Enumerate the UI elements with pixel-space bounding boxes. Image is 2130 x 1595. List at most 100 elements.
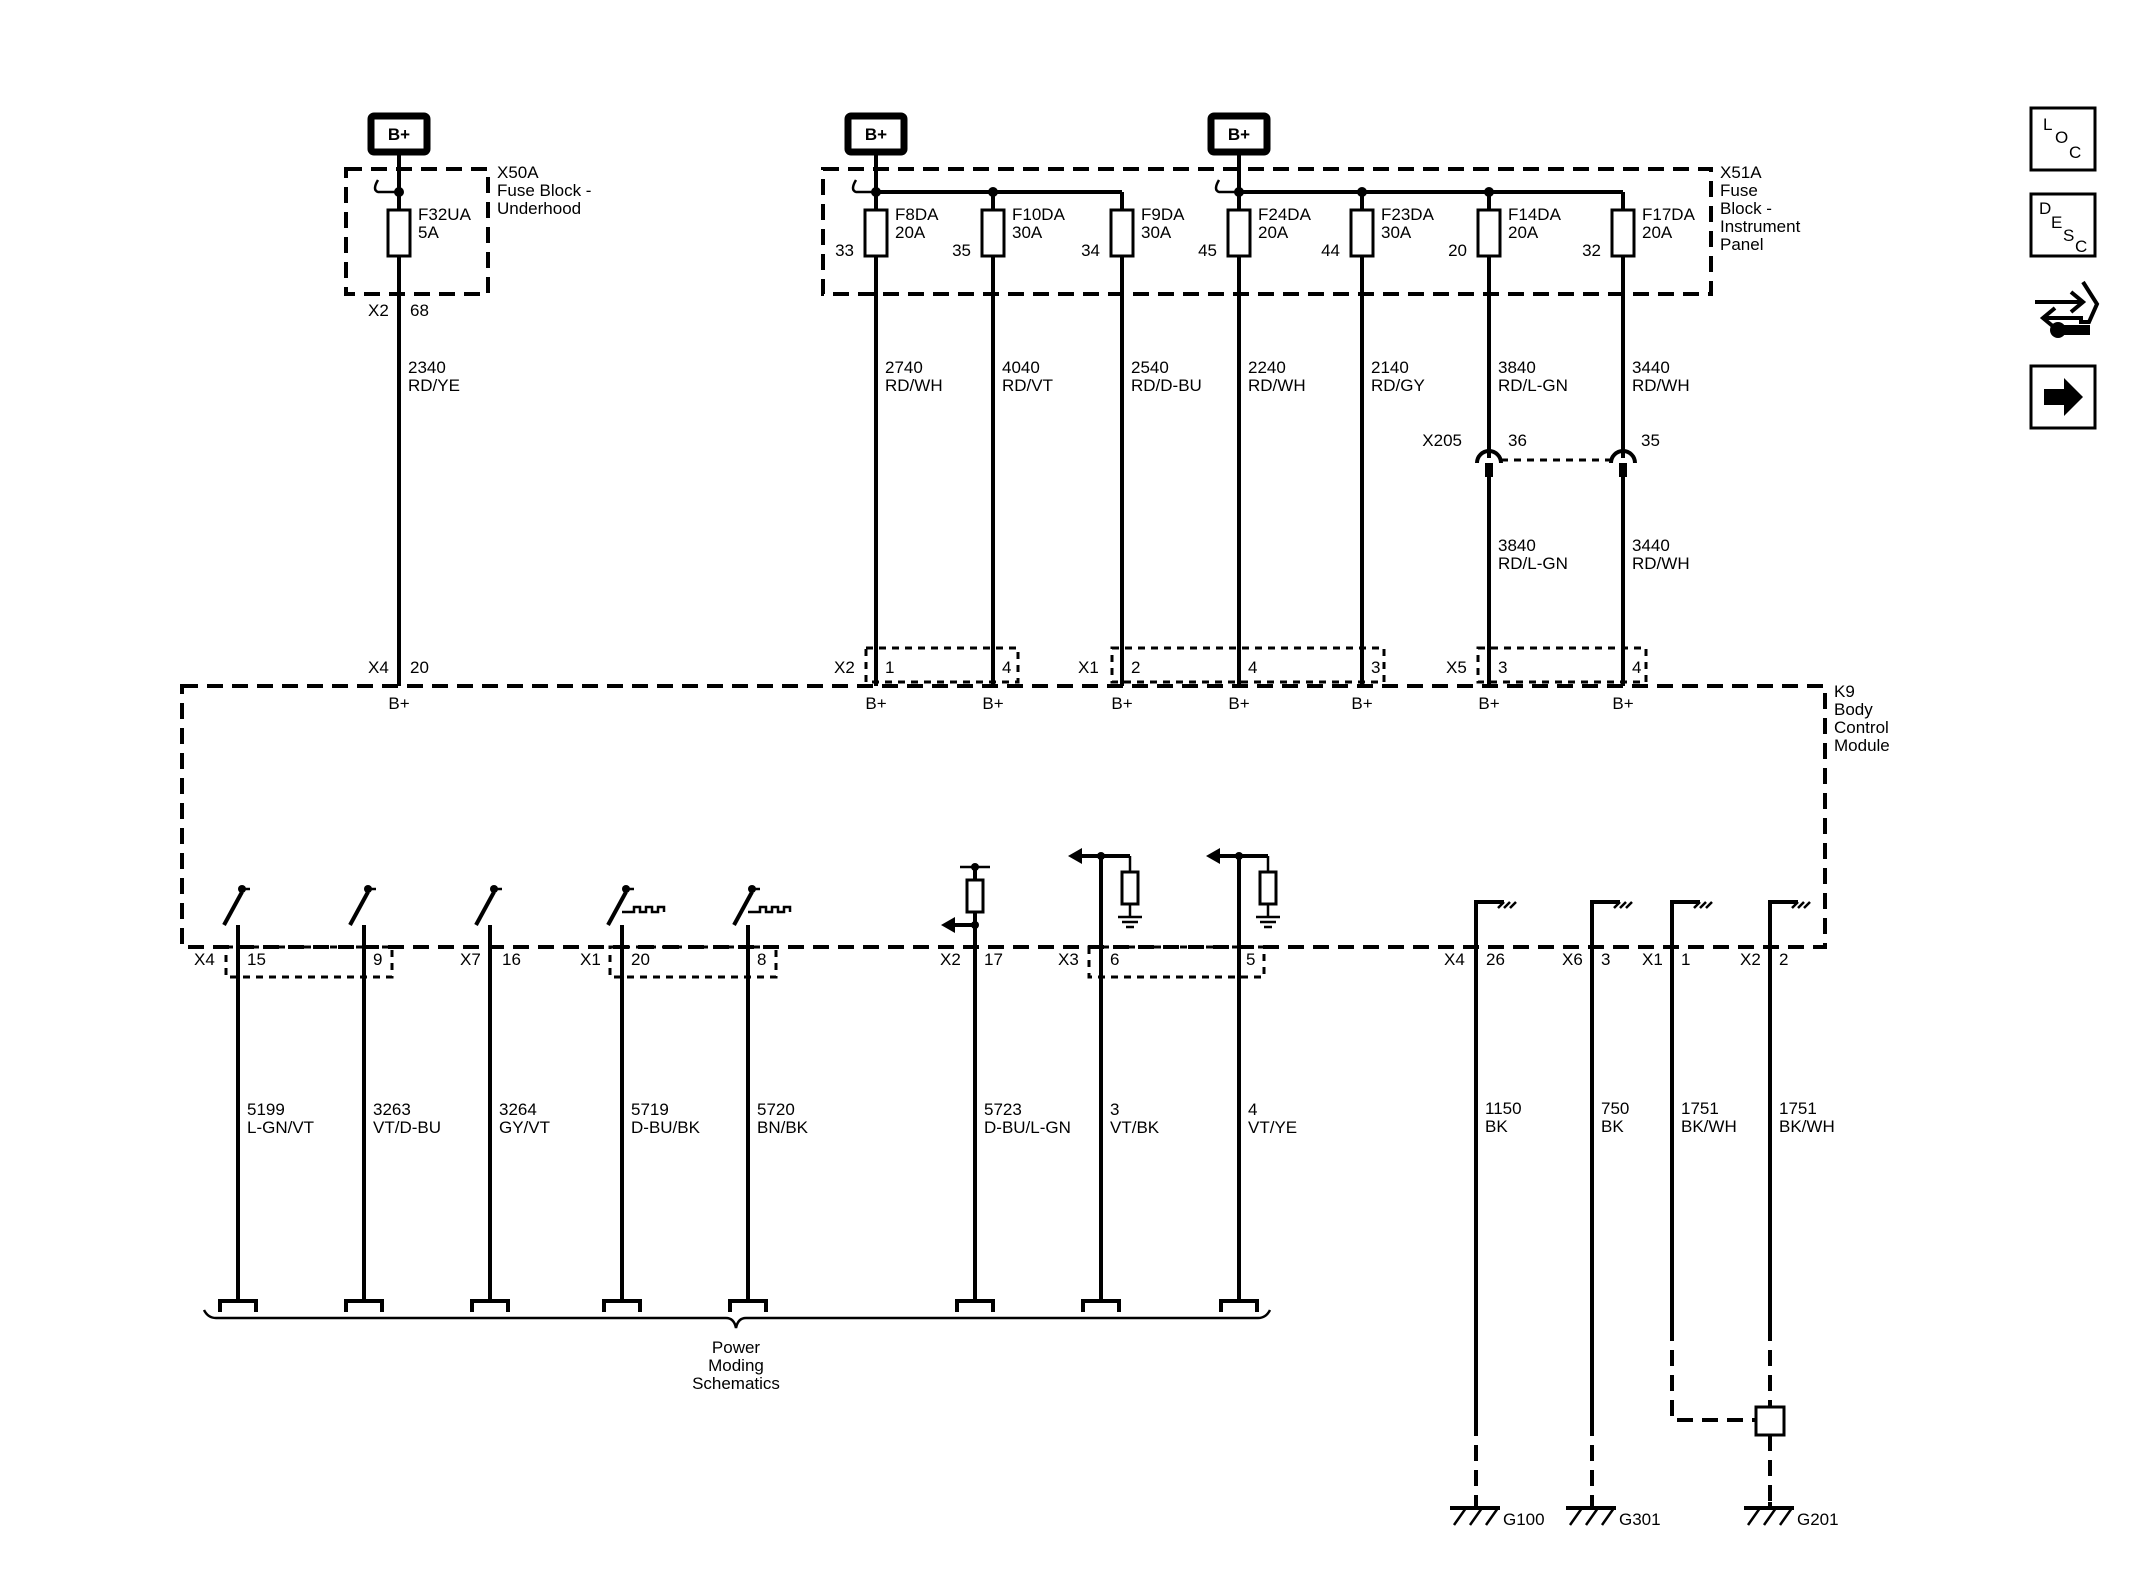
svg-text:BK: BK — [1485, 1117, 1508, 1136]
fuse-block-ip-id: X51A — [1720, 163, 1762, 182]
module-name: Body — [1834, 700, 1873, 719]
svg-text:B+: B+ — [1111, 694, 1132, 713]
arrow-right-icon — [2044, 378, 2083, 416]
svg-text:O: O — [2055, 128, 2068, 147]
svg-text:3263: 3263 — [373, 1100, 411, 1119]
splice-dots — [394, 187, 1494, 197]
body-control-module — [180, 684, 1827, 949]
svg-text:VT/BK: VT/BK — [1110, 1118, 1160, 1137]
feed-marks — [373, 179, 1237, 194]
svg-text:B+: B+ — [1228, 694, 1249, 713]
svg-text:1751: 1751 — [1779, 1099, 1817, 1118]
module-name: Module — [1834, 736, 1890, 755]
svg-text:5720: 5720 — [757, 1100, 795, 1119]
svg-text:2340: 2340 — [408, 358, 446, 377]
svg-text:D-BU/BK: D-BU/BK — [631, 1118, 701, 1137]
svg-text:16: 16 — [502, 950, 521, 969]
svg-text:X7: X7 — [460, 950, 481, 969]
svg-text:RD/YE: RD/YE — [408, 376, 460, 395]
svg-text:VT/YE: VT/YE — [1248, 1118, 1297, 1137]
svg-text:3: 3 — [1601, 950, 1610, 969]
conn-label: X2 — [834, 658, 855, 677]
power-source-label: B+ — [865, 125, 887, 144]
svg-text:X3: X3 — [1058, 950, 1079, 969]
svg-text:X1: X1 — [1642, 950, 1663, 969]
fuse-pin: 32 — [1582, 241, 1601, 260]
svg-text:9: 9 — [373, 950, 382, 969]
internal-grounds — [1474, 900, 1811, 947]
fuse-pin: 34 — [1081, 241, 1100, 260]
wire-color: RD/WH — [1632, 554, 1690, 573]
svg-text:B+: B+ — [1612, 694, 1633, 713]
svg-text:C: C — [2069, 143, 2081, 162]
underhood-pin: 68 — [410, 301, 429, 320]
fuse-pin: 20 — [1448, 241, 1467, 260]
svg-text:D: D — [2039, 199, 2051, 218]
svg-text:2240: 2240 — [1248, 358, 1286, 377]
svg-text:B+: B+ — [865, 694, 886, 713]
module-id: K9 — [1834, 682, 1855, 701]
svg-text:X2: X2 — [1740, 950, 1761, 969]
svg-text:BK/WH: BK/WH — [1779, 1117, 1835, 1136]
fuse-rating: 30A — [1012, 223, 1043, 242]
svg-text:X2: X2 — [940, 950, 961, 969]
svg-text:1150: 1150 — [1485, 1099, 1522, 1118]
fuse-block-underhood-name: Fuse Block - — [497, 181, 591, 200]
svg-text:2: 2 — [1779, 950, 1788, 969]
fuse-pin: 33 — [835, 241, 854, 260]
svg-text:RD/GY: RD/GY — [1371, 376, 1425, 395]
power-moding-brace — [202, 1309, 1272, 1329]
svg-text:5719: 5719 — [631, 1100, 669, 1119]
svg-text:6: 6 — [1110, 950, 1119, 969]
power-moding-label: Power — [712, 1338, 761, 1357]
fuse-rating: 30A — [1141, 223, 1172, 242]
power-moding-terminals — [218, 1299, 1259, 1312]
next-page-button[interactable] — [2029, 364, 2097, 430]
svg-text:5: 5 — [1246, 950, 1255, 969]
svg-text:750: 750 — [1601, 1099, 1629, 1118]
svg-text:S: S — [2063, 226, 2074, 245]
svg-text:RD/WH: RD/WH — [1248, 376, 1306, 395]
inline-connector-x205: X205 36 35 — [1422, 431, 1660, 477]
lower-connectors — [224, 945, 1266, 979]
svg-text:B+: B+ — [1478, 694, 1499, 713]
svg-text:4: 4 — [1248, 1100, 1257, 1119]
power-moding-label: Schematics — [692, 1374, 780, 1393]
svg-text:RD/D-BU: RD/D-BU — [1131, 376, 1202, 395]
svg-text:VT/D-BU: VT/D-BU — [373, 1118, 441, 1137]
svg-text:X6: X6 — [1562, 950, 1583, 969]
svg-text:1: 1 — [1681, 950, 1690, 969]
ground-paths — [1474, 1325, 1786, 1502]
wire-circuit: 3440 — [1632, 536, 1670, 555]
svg-text:C: C — [2075, 237, 2087, 256]
fuse-rating: 30A — [1381, 223, 1412, 242]
wire-color: RD/L-GN — [1498, 554, 1568, 573]
lower-wire-labels: 5199 L-GN/VT 3263 VT/D-BU 3264 GY/VT 571… — [247, 1099, 1835, 1137]
pin-label: 1 — [885, 658, 894, 677]
ground-label: G201 — [1797, 1510, 1839, 1529]
svg-text:BK/WH: BK/WH — [1681, 1117, 1737, 1136]
fuse-name: F23DA — [1381, 205, 1435, 224]
conn-label: X4 — [368, 658, 389, 677]
fuse-name: F10DA — [1012, 205, 1066, 224]
fuse-rating: 20A — [1508, 223, 1539, 242]
pin-label: 2 — [1131, 658, 1140, 677]
svg-text:8: 8 — [757, 950, 766, 969]
fuse-name: F24DA — [1258, 205, 1312, 224]
fuse-rating: 20A — [1642, 223, 1673, 242]
svg-text:1751: 1751 — [1681, 1099, 1719, 1118]
loc-button[interactable]: L O C — [2029, 106, 2097, 172]
svg-text:4040: 4040 — [1002, 358, 1040, 377]
pin-label: 20 — [410, 658, 429, 677]
svg-text:15: 15 — [247, 950, 266, 969]
lower-connector-labels: X4 15 9 X7 16 X1 20 8 X2 17 X3 6 5 X4 26… — [194, 950, 1788, 969]
fuse-block-underhood-id: X50A — [497, 163, 539, 182]
fuse-block-ip-name: Instrument — [1720, 217, 1801, 236]
connector-repair-icon[interactable] — [2035, 280, 2100, 338]
conn-label: X1 — [1078, 658, 1099, 677]
fuse-name: F14DA — [1508, 205, 1562, 224]
desc-button[interactable]: D E S C — [2029, 192, 2097, 258]
fuse-block-ip — [821, 167, 1713, 296]
power-source-label: B+ — [388, 125, 410, 144]
